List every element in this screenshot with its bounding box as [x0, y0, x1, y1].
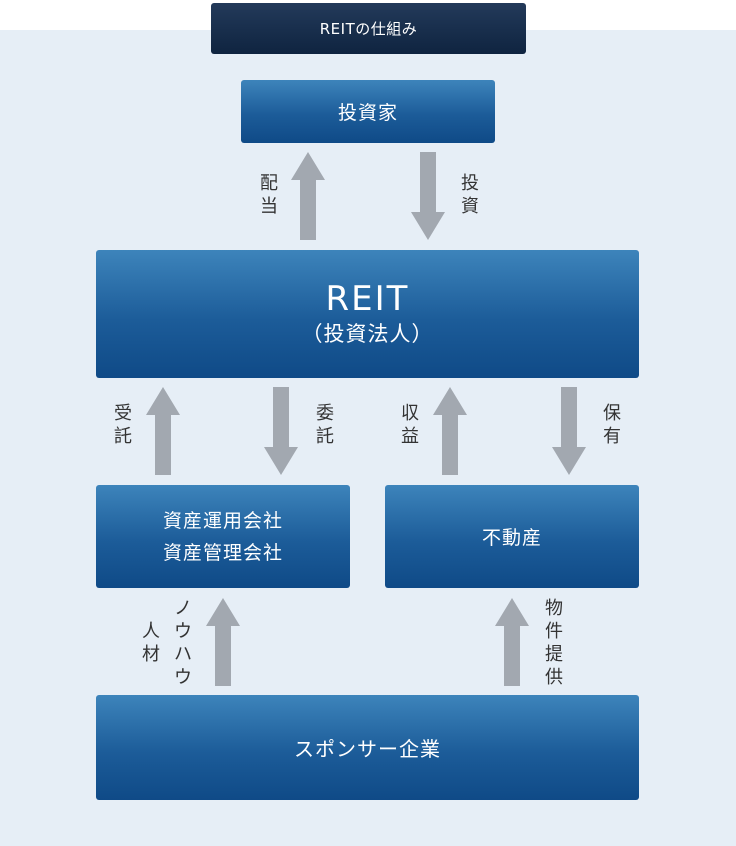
entrust-label: 委 託 [316, 403, 334, 447]
reit-label: REIT [325, 279, 410, 319]
personnel-label: 人 材 [142, 621, 160, 665]
investment-arrow-icon [411, 152, 445, 240]
investment-label: 投 資 [461, 173, 479, 217]
dividend-label: 配 当 [260, 173, 278, 217]
investor-box: 投資家 [241, 80, 495, 143]
holding-label: 保 有 [603, 403, 621, 447]
revenue-label: 収 益 [401, 403, 419, 447]
sponsor-label: スポンサー企業 [294, 737, 441, 761]
holding-arrow-icon [552, 387, 586, 475]
reit-sublabel: （投資法人） [301, 322, 434, 346]
revenue-arrow-icon [433, 387, 467, 475]
asset-management-box: 資産運用会社 資産管理会社 [96, 485, 350, 588]
sponsor-box: スポンサー企業 [96, 695, 639, 800]
entrust-accept-label: 受 託 [114, 403, 132, 447]
asset-management-label: 資産運用会社 [162, 509, 283, 532]
reit-box: REIT （投資法人） [96, 250, 639, 378]
property-supply-label: 物 件 提 供 [545, 598, 563, 688]
real-estate-label: 不動産 [481, 527, 542, 549]
entrust-accept-arrow-icon [146, 387, 180, 475]
knowhow-label: ノ ウ ハ ウ [174, 598, 192, 688]
sponsor-to-real-estate-arrow-icon [495, 598, 529, 686]
asset-custody-label: 資産管理会社 [162, 541, 283, 564]
dividend-arrow-icon [291, 152, 325, 240]
entrust-arrow-icon [264, 387, 298, 475]
investor-label: 投資家 [337, 102, 398, 124]
sponsor-to-management-arrow-icon [206, 598, 240, 686]
real-estate-box: 不動産 [385, 485, 639, 588]
diagram-title: REITの仕組み [211, 3, 526, 54]
